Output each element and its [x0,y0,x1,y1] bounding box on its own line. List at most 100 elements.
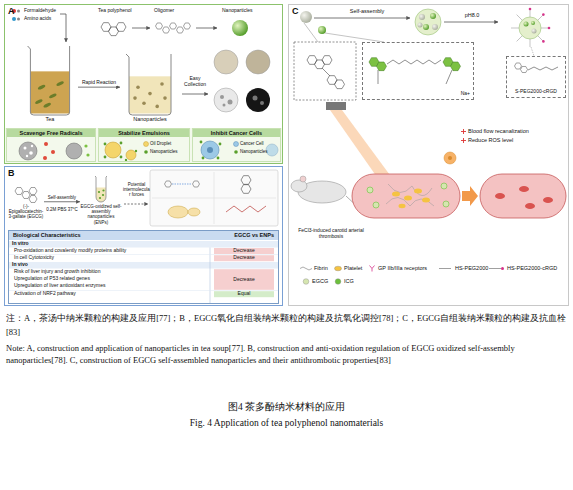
function-pictures-part [126,150,136,160]
fibrin-symbol [300,267,312,270]
legend-swatch [303,279,309,285]
thrombosis-scene-part [367,187,373,193]
thrombosis-scene-part [414,189,422,194]
assembly-scheme-part [423,24,429,30]
assembly-scheme-part [532,29,537,34]
assembly-scheme-part [542,13,545,16]
thrombosis-scene-part [444,152,456,164]
panel-letter: C [292,6,299,16]
assembly-scheme-part [451,62,461,71]
assembly-scheme-part [387,60,441,64]
legend-swatch [335,266,342,271]
product-images-part [260,101,264,105]
beaker-shape-part [133,96,137,100]
beaker-shape-part [56,80,65,86]
peg-symbol [439,268,451,269]
function-pictures-part [200,141,203,144]
thrombosis-scene-part-part [463,129,464,134]
peptide-symbol [501,267,504,270]
assembly-scheme-part [528,67,558,70]
table-header: EGCG vs ENPs [234,232,274,238]
assembly-scheme-part [325,33,384,42]
function-pictures-part [266,144,278,156]
assembly-scheme-part [531,21,535,25]
beaker-node: Nanoparticles [120,52,180,122]
legend-swatch [335,279,341,285]
chemistry-row-part [17,10,20,13]
beaker-shape [120,52,180,116]
legend-swatches [300,266,504,285]
chemistry-row-part [232,20,248,36]
table-cell: Decrease [214,255,274,261]
chemistry-row-part [177,27,184,33]
table-header: Biological Characteristics [13,232,81,238]
assembly-scheme-part [430,13,436,19]
thrombosis-scene-part [300,176,306,182]
interaction-panel-part [241,176,251,185]
legend-label: HS-PEG2000 [455,265,488,271]
function-pictures-part [234,150,238,154]
edge-label: Rapid Reaction [81,80,117,86]
legend-sample [439,268,451,269]
table-grid-part [214,255,274,261]
chemical-name: Oligomer [154,8,174,14]
table-grid-part [9,241,278,248]
thrombosis-scene [291,102,566,218]
legend-label: Platelet [344,265,362,271]
legend-sample [335,266,342,271]
table-cell: In cell Cytotoxicity [14,255,54,261]
beaker-shape-part [48,93,57,99]
tube-shape [80,174,122,204]
beaker-node: Tea [22,44,78,122]
function-pictures-part [19,142,37,160]
figure-title: 图4 茶多酚纳米材料的应用 [0,402,573,413]
function-pictures-part [104,156,107,159]
beaker-shape-part [163,96,167,100]
assembly-scheme-part [314,18,410,19]
band-heading: Stabilize Emulsions [99,129,189,137]
beaker-shape-part [30,71,69,113]
receptor-symbol [370,266,375,272]
mol-shape-part [15,188,23,195]
table-cell: Activation of NRF2 pathway [14,291,76,297]
panel-letter: B [8,168,15,178]
legend-label: Fibrin [314,265,328,271]
panel-box: C Na+ S-PEG2000-cRGD [288,4,569,306]
function-pictures-part [26,155,28,157]
english-title: Fig. 4 Application of tea polyphenol nan… [0,418,573,429]
node-label: Tea [46,116,55,122]
condition-label: 0.2M PBS 37°C [46,207,78,212]
node-label: S-PEG2000-cRGD [515,89,557,95]
legend-sample [300,267,312,270]
legend-sample [489,267,504,270]
beaker-shape-part [155,105,159,109]
assembly-scheme-part [548,27,551,30]
table-grid-part [9,262,278,269]
node-label: Na+ [461,91,470,97]
node-label: EGCG-oxidized self-assembly nanoparticle… [80,204,122,225]
molecule-node: (-)-Epigallocatechin-3-gallate (EGCG) [8,184,44,220]
function-band: Inhibit Cancer Cells [192,128,281,162]
chemistry-row-part [132,28,150,29]
thrombosis-scene-part-part [463,138,464,143]
product-images-part [228,100,233,105]
tube-shape-part [95,176,107,202]
tube-shape-part [98,191,100,193]
chemistry-row-part [17,18,20,21]
function-pictures-part [66,143,82,159]
thrombosis-scene-part [326,102,346,110]
structure-box: Na+ [362,42,474,100]
product-images [182,50,270,112]
node-label: (-)-Epigallocatechin-3-gallate (EGCG) [8,204,44,220]
thrombosis-scene-part-part [388,184,432,196]
assembly-scheme-part [322,56,332,65]
function-pictures-part [104,143,107,146]
chemistry-row-part [12,17,16,21]
function-pictures-part [84,144,87,147]
assembly-scheme-part [415,9,441,35]
interaction-panel-part [241,185,251,194]
step-label: Potential intermolecular forces [123,182,150,198]
